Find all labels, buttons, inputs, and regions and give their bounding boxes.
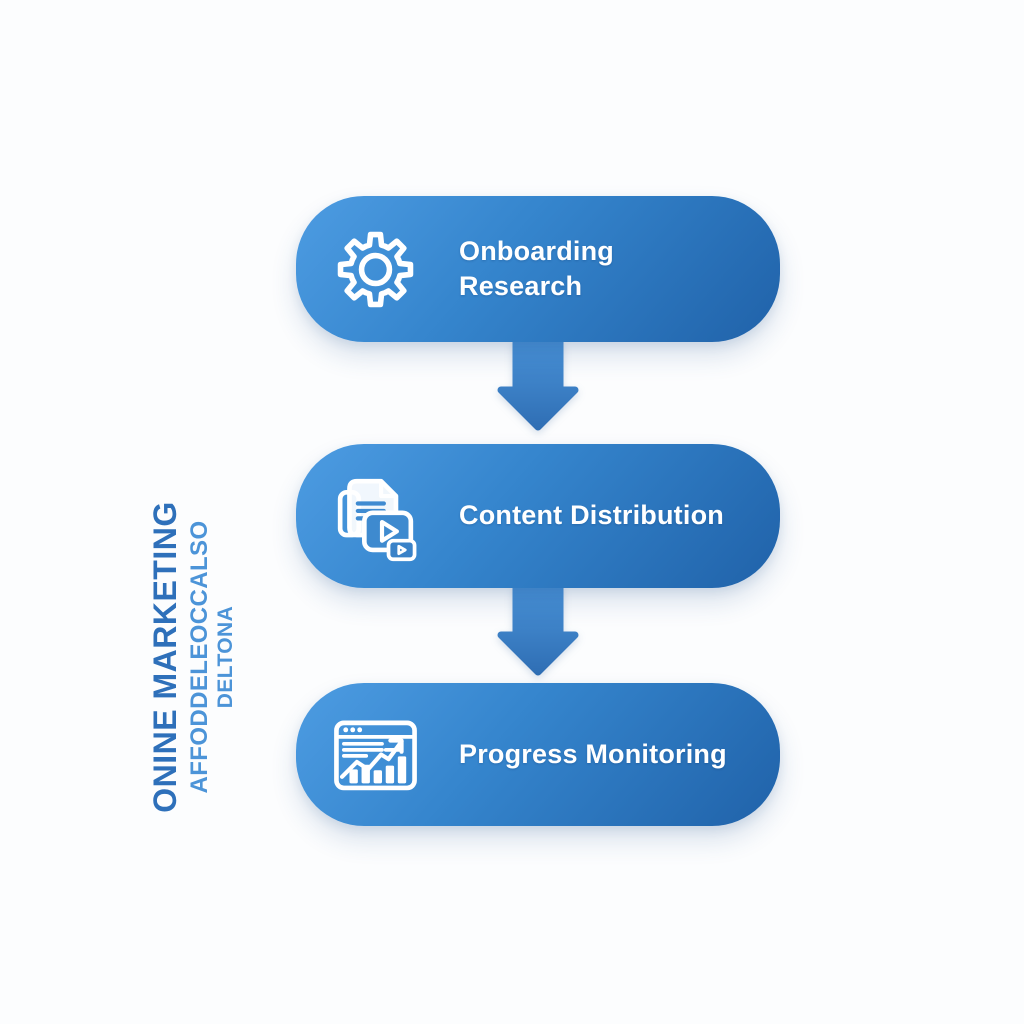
step-content-distribution: Content Distribution — [296, 444, 780, 588]
content-media-icon — [337, 478, 417, 561]
title-line-primary: ONINE MARKETING — [147, 501, 183, 813]
title-line-secondary: AFFODDELEOCCALSO — [185, 520, 213, 794]
down-arrow-icon — [497, 585, 579, 676]
step-label: Progress Monitoring — [459, 738, 727, 769]
step-onboarding-research: Onboarding Research — [296, 196, 780, 342]
down-arrow-icon — [497, 340, 579, 431]
title-line-tertiary: DELTONA — [213, 605, 237, 709]
step-label: Onboarding Research — [459, 235, 614, 301]
analytics-dashboard-icon — [334, 720, 417, 791]
gear-icon — [337, 231, 414, 307]
step-progress-monitoring: Progress Monitoring — [296, 683, 780, 826]
vertical-title: ONINE MARKETING AFFODDELEOCCALSO DELTONA — [147, 466, 261, 848]
step-label: Content Distribution — [459, 500, 724, 531]
